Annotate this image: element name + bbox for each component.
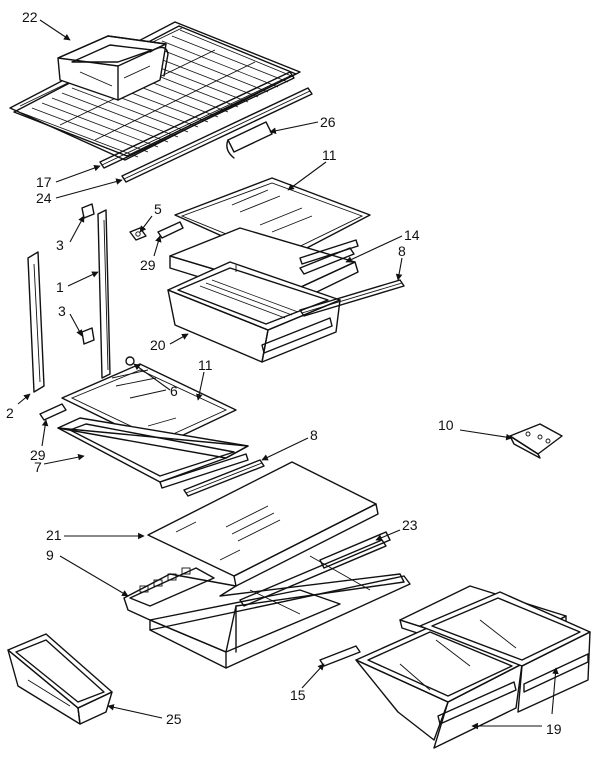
dairy-cover <box>509 423 563 459</box>
shelf-rail-upper <box>299 239 405 317</box>
door-bin <box>7 633 113 725</box>
callout-26: 26 <box>320 114 336 130</box>
callout-7: 7 <box>34 459 42 475</box>
callout-20: 20 <box>150 337 166 353</box>
callout-2: 2 <box>6 405 14 421</box>
callout-25: 25 <box>166 711 182 727</box>
callout-3-lower: 3 <box>58 303 66 319</box>
callout-1: 1 <box>56 279 64 295</box>
crisper-drawers <box>355 585 591 749</box>
shelf-frame-lower <box>39 403 249 489</box>
callout-leaders <box>17 19 559 730</box>
shelf-support-upper <box>157 221 184 239</box>
callout-19: 19 <box>546 721 562 737</box>
crisper-tray <box>57 35 169 101</box>
meat-pan-assembly <box>167 227 359 363</box>
callout-6: 6 <box>170 383 178 399</box>
callout-5: 5 <box>154 201 162 217</box>
callout-15: 15 <box>290 687 306 703</box>
shelf-ladders <box>27 203 147 393</box>
callout-labels: 22 26 17 24 11 5 3 29 14 8 1 3 20 11 6 2… <box>6 9 562 737</box>
callout-8-lower: 8 <box>310 427 318 443</box>
callout-23: 23 <box>402 517 418 533</box>
callout-29-upper: 29 <box>140 257 156 273</box>
callout-9: 9 <box>46 547 54 563</box>
shelf-rail-lower <box>183 459 265 497</box>
callout-11-lower: 11 <box>198 357 213 373</box>
callout-3-upper: 3 <box>56 237 64 253</box>
crisper-cover-assembly <box>123 461 411 669</box>
callout-22: 22 <box>22 9 38 25</box>
callout-8-upper: 8 <box>398 243 406 259</box>
callout-17: 17 <box>36 174 52 190</box>
callout-10: 10 <box>438 417 454 433</box>
callout-11-upper: 11 <box>322 147 337 163</box>
callout-21: 21 <box>46 527 62 543</box>
callout-24: 24 <box>36 190 52 206</box>
callout-29-lower: 29 <box>30 447 46 463</box>
shelf-frame-rails <box>99 71 313 183</box>
divider-rail <box>319 645 361 667</box>
callout-14: 14 <box>404 227 420 243</box>
